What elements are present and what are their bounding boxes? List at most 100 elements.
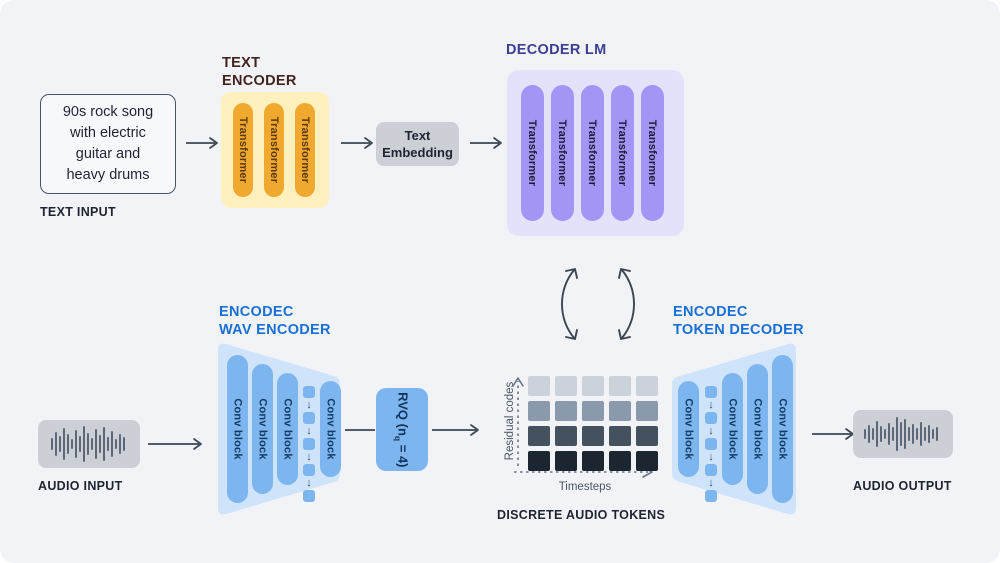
- rvq-label: RVQ (nq = 4): [393, 392, 411, 467]
- downsample-square: [705, 412, 717, 424]
- down-arrow-icon: ↓: [306, 399, 312, 411]
- downsample-square: [303, 412, 315, 424]
- bidirectional-link-icon: [548, 258, 648, 350]
- wav-encoder-heading: ENCODEC WAV ENCODER: [219, 304, 331, 338]
- tokens-y-axis: [511, 372, 525, 468]
- arrow-encoder-to-embedding: [341, 136, 379, 150]
- arrow-audio-input-to-encoder: [148, 437, 208, 451]
- text-input-box: 90s rock song with electric guitar and h…: [40, 94, 176, 194]
- token-cell: [528, 426, 550, 446]
- downsample-square: [303, 464, 315, 476]
- down-arrow-icon: ↓: [708, 399, 714, 411]
- down-arrow-icon: ↓: [708, 477, 714, 489]
- downsample-square: [303, 438, 315, 450]
- wav-encoder-bar-2: Conv block: [252, 364, 273, 494]
- token-decoder-bar-1: Conv block: [678, 381, 699, 477]
- rvq-label-subscript: q: [393, 435, 404, 441]
- decoder-lm-bar-3: Transformer: [581, 85, 604, 221]
- decoder-lm-bar-1: Transformer: [521, 85, 544, 221]
- decoder-lm-bar-label: Transformer: [616, 119, 629, 187]
- token-cell: [555, 426, 577, 446]
- decoder-lm-bar-label: Transformer: [586, 119, 599, 187]
- token-cell: [609, 376, 631, 396]
- arrow-encoder-to-rvq: [345, 423, 377, 437]
- decoder-lm-bar-label: Transformer: [556, 119, 569, 187]
- wav-encoder-bar-label: Conv block: [231, 398, 244, 460]
- token-cell: [636, 401, 658, 421]
- downsample-square: [705, 438, 717, 450]
- down-arrow-icon: ↓: [306, 477, 312, 489]
- token-cell: [528, 376, 550, 396]
- arrow-embedding-to-decoder: [470, 136, 508, 150]
- token-cell: [636, 451, 658, 471]
- downsample-square: [705, 490, 717, 502]
- audio-input-box: [38, 420, 140, 468]
- down-arrow-icon: ↓: [708, 451, 714, 463]
- text-input-caption: TEXT INPUT: [40, 205, 116, 219]
- downsample-square: [303, 490, 315, 502]
- token-decoder-bar-label: Conv block: [726, 398, 739, 460]
- wav-encoder-downsample-column: ↓ ↓ ↓ ↓: [300, 386, 318, 502]
- downsample-square: [705, 464, 717, 476]
- wav-encoder-bar-label: Conv block: [281, 398, 294, 460]
- audio-waveform-icon: [864, 417, 938, 451]
- token-decoder-bar-label: Conv block: [682, 398, 695, 460]
- down-arrow-icon: ↓: [306, 451, 312, 463]
- token-cell: [636, 376, 658, 396]
- token-cell: [609, 451, 631, 471]
- token-cell: [636, 426, 658, 446]
- wav-encoder-bar-4: Conv block: [320, 381, 341, 477]
- token-decoder-bar-label: Conv block: [776, 398, 789, 460]
- token-decoder-bar-4: Conv block: [772, 355, 793, 503]
- token-cell: [609, 401, 631, 421]
- rvq-label-head: RVQ (n: [395, 391, 411, 436]
- decoder-lm-bar-5: Transformer: [641, 85, 664, 221]
- tokens-x-axis-label: Timesteps: [558, 481, 612, 493]
- decoder-lm-bar-label: Transformer: [646, 119, 659, 187]
- token-cell: [582, 426, 604, 446]
- token-cell: [528, 401, 550, 421]
- token-decoder-downsample-column: ↓ ↓ ↓ ↓: [702, 386, 720, 502]
- token-cell: [555, 376, 577, 396]
- audio-output-caption: AUDIO OUTPUT: [853, 479, 952, 493]
- wav-encoder-bar-1: Conv block: [227, 355, 248, 503]
- decoder-lm-bar-4: Transformer: [611, 85, 634, 221]
- text-encoder-bar-2: Transformer: [264, 103, 284, 197]
- down-arrow-icon: ↓: [708, 425, 714, 437]
- token-cell: [582, 451, 604, 471]
- wav-encoder-bar-label: Conv block: [256, 398, 269, 460]
- token-decoder-bar-2: Conv block: [722, 373, 743, 485]
- text-encoder-bar-label: Transformer: [268, 116, 281, 184]
- text-encoder-bar-3: Transformer: [295, 103, 315, 197]
- token-decoder-bar-label: Conv block: [751, 398, 764, 460]
- downsample-square: [303, 386, 315, 398]
- arrow-rvq-to-tokens: [432, 423, 484, 437]
- audio-waveform-icon: [51, 426, 125, 462]
- audio-input-caption: AUDIO INPUT: [38, 479, 123, 493]
- rvq-block: RVQ (nq = 4): [376, 388, 428, 471]
- wav-encoder-bar-3: Conv block: [277, 373, 298, 485]
- text-encoder-heading: TEXT ENCODER: [222, 55, 297, 89]
- token-cell: [555, 451, 577, 471]
- token-cell: [528, 451, 550, 471]
- text-encoder-bar-1: Transformer: [233, 103, 253, 197]
- token-cell: [609, 426, 631, 446]
- discrete-tokens-caption: DISCRETE AUDIO TOKENS: [497, 508, 666, 522]
- token-cell: [582, 401, 604, 421]
- text-encoder-bar-label: Transformer: [299, 116, 312, 184]
- token-decoder-heading: ENCODEC TOKEN DECODER: [673, 304, 804, 338]
- decoder-lm-heading: DECODER LM: [506, 42, 607, 58]
- token-cell: [582, 376, 604, 396]
- decoder-lm-bar-2: Transformer: [551, 85, 574, 221]
- rvq-label-tail: = 4): [395, 440, 411, 468]
- discrete-token-grid: [528, 376, 658, 471]
- text-encoder-bar-label: Transformer: [237, 116, 250, 184]
- text-embedding-box: Text Embedding: [376, 122, 459, 166]
- token-decoder-bar-3: Conv block: [747, 364, 768, 494]
- arrow-text-input-to-encoder: [186, 136, 224, 150]
- token-cell: [555, 401, 577, 421]
- wav-encoder-bar-label: Conv block: [324, 398, 337, 460]
- decoder-lm-bar-label: Transformer: [526, 119, 539, 187]
- audio-output-box: [853, 410, 953, 458]
